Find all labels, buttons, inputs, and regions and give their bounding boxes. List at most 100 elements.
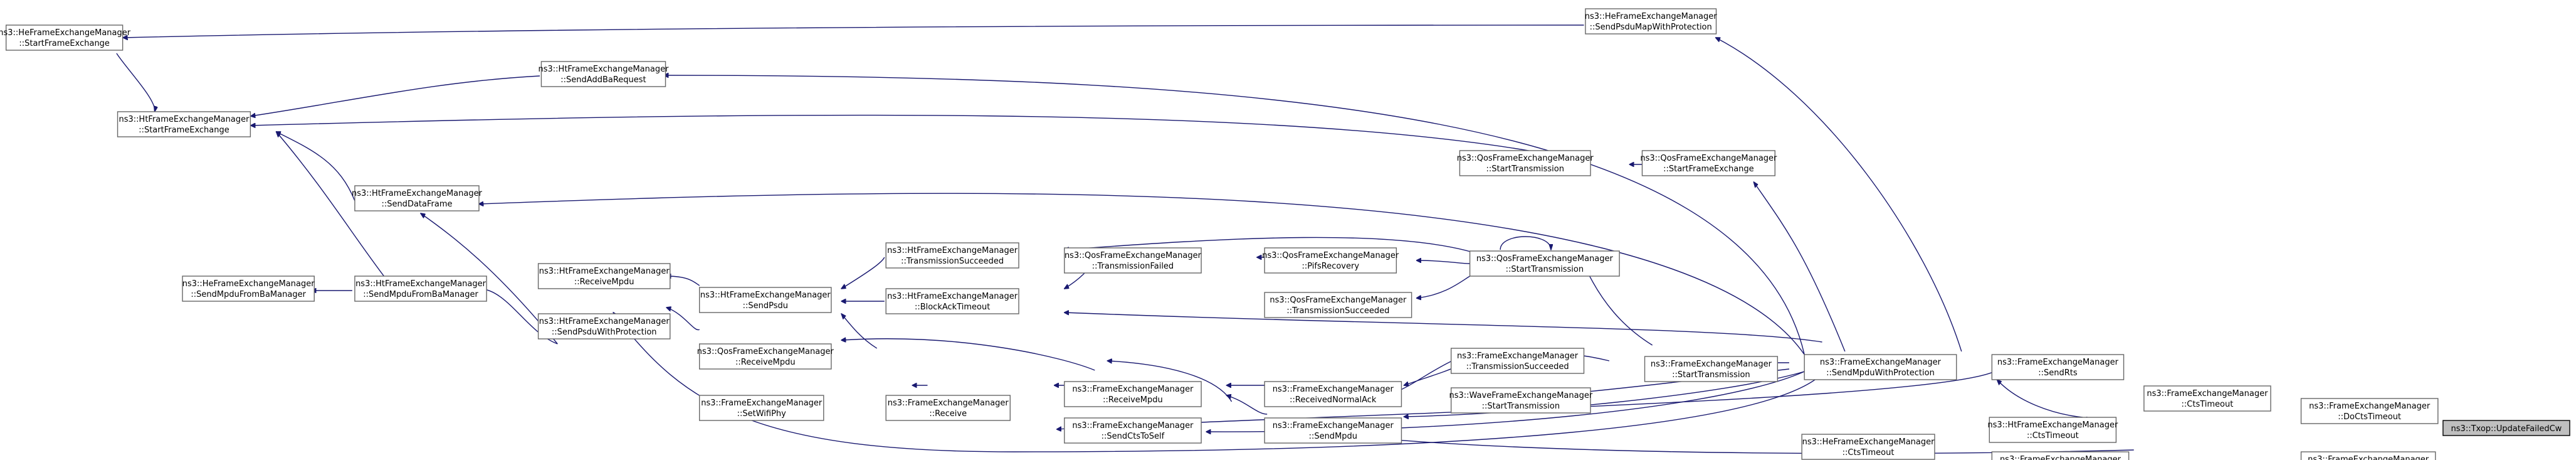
function-node-n5[interactable]: ns3::HtFrameExchangeManager::SendDataFra…	[352, 185, 483, 211]
function-node-n19[interactable]: ns3::QosFrameExchangeManager::StartTrans…	[1457, 150, 1594, 176]
node-label-line2: ::StartTransmission	[1482, 402, 1560, 411]
function-node-n3[interactable]: ns3::HtFrameExchangeManager::SendAddBaRe…	[539, 61, 670, 87]
node-label-line1: ns3::HtFrameExchangeManager	[539, 65, 670, 74]
function-node-n1[interactable]: ns3::HeFrameExchangeManager::StartFrameE…	[0, 24, 131, 51]
node-label-line2: ::TransmissionSucceeded	[1286, 306, 1389, 316]
node-label-line2: ::CtsTimeout	[1843, 448, 1895, 457]
function-node-n15[interactable]: ns3::FrameExchangeManager::Receive	[885, 395, 1011, 421]
node-label-line1: ns3::FrameExchangeManager	[1273, 421, 1394, 431]
node-label-line2: ::SendPsduMapWithProtection	[1590, 23, 1712, 32]
node-box	[2300, 398, 2439, 424]
function-node-n33[interactable]: ns3::FrameExchangeManager::NormalAckTime…	[1991, 451, 2130, 460]
node-label-line2: ::BlockAckTimeout	[915, 302, 990, 312]
node-label-line1: ns3::FrameExchangeManager	[1273, 385, 1394, 394]
node-box	[1585, 8, 1717, 35]
node-label-line1: ns3::FrameExchangeManager	[2000, 455, 2121, 460]
node-label-line1: ns3::HeFrameExchangeManager	[1802, 437, 1935, 447]
node-box	[1641, 150, 1776, 176]
node-label-line2: ::SendDataFrame	[381, 200, 452, 209]
node-label-line1: ns3::FrameExchangeManager	[1997, 358, 2119, 367]
node-box	[1989, 417, 2117, 443]
function-node-n24[interactable]: ns3::FrameExchangeManager::ReceivedNorma…	[1264, 381, 1402, 407]
edge-n18-n17	[1417, 260, 1470, 264]
function-node-n36[interactable]: ns3::FrameExchangeManager::NotifyInterna…	[2300, 451, 2436, 460]
node-label-line1: ns3::QosFrameExchangeManager	[697, 347, 834, 356]
function-node-n28[interactable]: ns3::FrameExchangeManager::StartTransmis…	[1644, 356, 1779, 382]
node-label-line1: ns3::HtFrameExchangeManager	[887, 292, 1018, 301]
node-label-line1: ns3::HtFrameExchangeManager	[539, 267, 670, 276]
function-node-n4[interactable]: ns3::HeFrameExchangeManager::SendPsduMap…	[1585, 8, 1717, 35]
node-box	[182, 275, 315, 302]
function-nodes: ns3::HeFrameExchangeManager::StartFrameE…	[0, 8, 2570, 460]
node-label-line1: ns3::QosFrameExchangeManager	[1262, 251, 1399, 260]
node-box	[1064, 417, 1202, 444]
node-box	[1450, 387, 1591, 414]
function-node-n12[interactable]: ns3::HtFrameExchangeManager::BlockAckTim…	[885, 288, 1019, 314]
node-box	[1459, 150, 1591, 176]
node-label-line1: ns3::QosFrameExchangeManager	[1065, 251, 1202, 260]
node-label-line1: ns3::FrameExchangeManager	[2308, 455, 2429, 460]
node-label-line1: ns3::FrameExchangeManager	[701, 398, 823, 408]
function-node-n34[interactable]: ns3::FrameExchangeManager::CtsTimeout	[2143, 385, 2271, 412]
node-box	[1469, 250, 1620, 277]
node-box	[537, 313, 671, 340]
function-node-n8[interactable]: ns3::HtFrameExchangeManager::ReceiveMpdu	[537, 263, 671, 289]
function-node-n35[interactable]: ns3::FrameExchangeManager::DoCtsTimeout	[2300, 398, 2439, 424]
function-node-n31[interactable]: ns3::HtFrameExchangeManager::CtsTimeout	[1987, 417, 2118, 443]
function-node-n17[interactable]: ns3::QosFrameExchangeManager::PifsRecove…	[1262, 247, 1399, 274]
edge-n11-n10	[841, 257, 885, 289]
function-node-n14[interactable]: ns3::FrameExchangeManager::SetWifiPhy	[699, 395, 824, 421]
function-node-n32[interactable]: ns3::HeFrameExchangeManager::CtsTimeout	[1801, 434, 1935, 460]
node-box	[1064, 381, 1202, 407]
function-node-n20[interactable]: ns3::QosFrameExchangeManager::StartFrame…	[1640, 150, 1777, 176]
node-label-line2: ::SendMpduFromBaManager	[363, 290, 478, 299]
function-node-n25[interactable]: ns3::FrameExchangeManager::SendMpdu	[1264, 417, 1402, 444]
node-label-line1: ns3::QosFrameExchangeManager	[1457, 154, 1594, 163]
edge-n31-n30	[1997, 380, 2083, 417]
node-label-line2: ::SendRts	[2038, 368, 2078, 378]
function-node-n6[interactable]: ns3::HeFrameExchangeManager::SendMpduFro…	[182, 275, 315, 302]
node-label-line1: ns3::FrameExchangeManager	[1072, 385, 1194, 394]
edge-n9-n5	[421, 213, 557, 344]
function-node-n16[interactable]: ns3::QosFrameExchangeManager::Transmissi…	[1064, 247, 1202, 274]
edge-n28-n19	[1587, 270, 1653, 345]
node-box	[885, 288, 1019, 314]
function-node-n2[interactable]: ns3::HtFrameExchangeManager::StartFrameE…	[117, 111, 251, 137]
edge-n29-n12	[1065, 313, 1822, 342]
function-node-n22[interactable]: ns3::FrameExchangeManager::ReceiveMpdu	[1064, 381, 1202, 407]
function-node-n9[interactable]: ns3::HtFrameExchangeManager::SendPsduWit…	[537, 313, 671, 340]
node-box	[1264, 417, 1402, 444]
function-node-n30[interactable]: ns3::FrameExchangeManager::SendRts	[1991, 354, 2125, 380]
edge-n29-n3	[664, 75, 1804, 355]
node-label-line2: ::CtsTimeout	[2182, 400, 2234, 409]
node-label-line1: ns3::Txop::UpdateFailedCw	[2451, 424, 2562, 434]
node-label-line1: ns3::QosFrameExchangeManager	[1640, 154, 1777, 163]
function-node-n10[interactable]: ns3::HtFrameExchangeManager::SendPsdu	[699, 287, 832, 313]
edge-n25-n22	[1227, 395, 1268, 414]
call-edges	[117, 25, 2134, 454]
node-box	[1991, 451, 2130, 460]
node-label-line2: ::SendPsduWithProtection	[552, 328, 657, 337]
function-node-n27[interactable]: ns3::WaveFrameExchangeManager::StartTran…	[1449, 387, 1593, 414]
node-label-line2: ::SendMpdu	[1309, 432, 1357, 441]
function-node-n18[interactable]: ns3::QosFrameExchangeManager::StartTrans…	[1469, 250, 1620, 277]
node-box	[117, 111, 251, 137]
edge-n29-n20	[1753, 182, 1845, 351]
function-node-n21[interactable]: ns3::QosFrameExchangeManager::Transmissi…	[1264, 292, 1412, 318]
function-node-n26[interactable]: ns3::FrameExchangeManager::TransmissionS…	[1450, 348, 1585, 374]
function-node-n13[interactable]: ns3::QosFrameExchangeManager::ReceiveMpd…	[697, 343, 834, 370]
edge-n3-n2	[251, 76, 540, 116]
node-label-line1: ns3::HtFrameExchangeManager	[700, 291, 831, 300]
function-node-n11[interactable]: ns3::HtFrameExchangeManager::Transmissio…	[885, 242, 1019, 269]
node-label-line1: ns3::QosFrameExchangeManager	[1270, 296, 1407, 305]
function-node-n23[interactable]: ns3::FrameExchangeManager::SendCtsToSelf	[1064, 417, 1202, 444]
node-box	[699, 395, 824, 421]
node-label-line2: ::ReceiveMpdu	[735, 358, 796, 367]
function-node-n7[interactable]: ns3::HtFrameExchangeManager::SendMpduFro…	[354, 275, 487, 302]
node-label-line2: ::TransmissionSucceeded	[901, 257, 1004, 266]
function-node-n29[interactable]: ns3::FrameExchangeManager::SendMpduWithP…	[1804, 354, 1957, 380]
function-node-n37[interactable]: ns3::Txop::UpdateFailedCw	[2442, 420, 2570, 436]
node-label-line2: ::TransmissionSucceeded	[1466, 362, 1569, 372]
node-label-line2: ::SendMpduFromBaManager	[191, 290, 306, 299]
